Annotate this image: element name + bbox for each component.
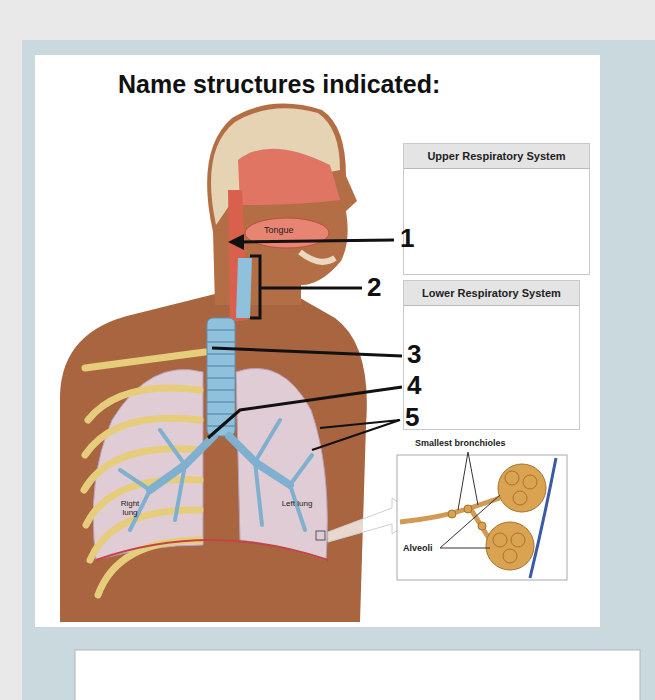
ring	[207, 377, 235, 379]
tongue	[245, 218, 329, 248]
callout-number: 1	[400, 224, 414, 253]
callout-line	[240, 240, 394, 242]
inset-label: Smallest bronchioles	[415, 438, 506, 448]
jaw	[300, 252, 335, 262]
clavicle	[85, 352, 205, 368]
callout-line	[260, 287, 362, 290]
bead	[478, 522, 486, 530]
bead	[448, 510, 456, 518]
diaphragm	[96, 540, 328, 560]
left-lung	[236, 368, 327, 560]
larynx	[236, 258, 252, 318]
bronchiole	[255, 420, 312, 530]
alveolus-cluster	[486, 522, 534, 570]
alveolus	[523, 475, 537, 489]
alveoli-inset: Smallest bronchiolesAlveoli	[397, 455, 567, 580]
ring	[207, 413, 235, 415]
leader-line	[458, 452, 468, 510]
inset-frame	[397, 455, 567, 580]
callout-number: 5	[405, 403, 419, 432]
title: Name structures indicated:	[118, 70, 440, 99]
callout-line	[312, 420, 400, 450]
lower-panel: Lower Respiratory System	[403, 280, 580, 430]
bracket	[250, 256, 260, 318]
organ-label: Right lung	[112, 500, 148, 518]
answer-box	[75, 650, 640, 700]
bronchus	[229, 436, 290, 485]
ring	[207, 401, 235, 403]
panel-heading: Lower Respiratory System	[404, 281, 579, 306]
torso	[60, 294, 367, 622]
trachea-rings	[207, 330, 235, 426]
rib	[98, 540, 200, 595]
ring	[207, 329, 235, 331]
alveolus	[503, 549, 517, 563]
callout-number: 4	[407, 371, 421, 400]
alveolus	[505, 471, 519, 485]
organ-label: Tongue	[264, 226, 294, 236]
callout-lines	[208, 234, 402, 450]
ring	[207, 341, 235, 343]
detail-marker	[316, 531, 325, 540]
alveolus-cluster	[498, 464, 546, 512]
panel-heading: Upper Respiratory System	[404, 144, 589, 169]
nasal-cavity	[238, 149, 340, 205]
ring	[207, 389, 235, 391]
callout-number: 3	[407, 340, 421, 369]
alveolus	[513, 491, 527, 505]
leader-line	[440, 548, 490, 549]
bronchiole-tube	[400, 498, 500, 540]
leader-line	[440, 495, 500, 548]
bronchial-tree	[120, 420, 312, 530]
ring	[207, 353, 235, 355]
inset-label: Alveoli	[403, 543, 433, 553]
upper-panel: Upper Respiratory System	[403, 143, 590, 275]
bead	[464, 505, 472, 513]
arrowhead	[228, 234, 244, 250]
inset-leaders	[440, 452, 500, 548]
callout-number: 2	[367, 273, 381, 302]
alveolus	[493, 533, 507, 547]
organ-label: Left lung	[280, 500, 314, 509]
frame	[22, 40, 655, 700]
callout-line	[208, 387, 402, 438]
card	[35, 55, 600, 627]
leader-line	[468, 452, 478, 505]
ring	[207, 365, 235, 367]
alveolus	[511, 533, 525, 547]
rib	[90, 510, 200, 560]
callout-line	[212, 348, 402, 356]
